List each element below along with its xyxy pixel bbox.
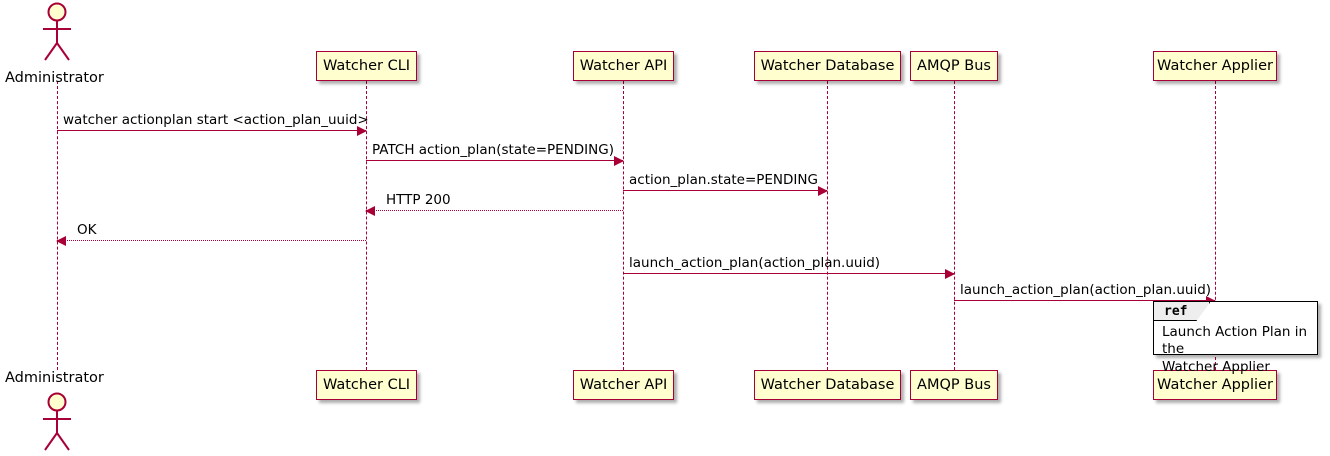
lifeline-watcher-applier <box>1215 81 1216 370</box>
participant-box-amqp-bus-top[interactable]: AMQP Bus <box>910 51 998 81</box>
participant-label-administrator-bottom: Administrator <box>5 370 104 386</box>
arrowhead-icon-m6 <box>945 268 955 279</box>
arrowhead-icon-m5 <box>56 235 66 246</box>
message-line-m7 <box>954 300 1215 301</box>
participant-box-amqp-bus-bottom[interactable]: AMQP Bus <box>910 370 998 400</box>
participant-label-administrator-top: Administrator <box>5 70 104 86</box>
participant-box-watcher-api-top[interactable]: Watcher API <box>573 51 674 81</box>
message-label-m7: launch_action_plan(action_plan.uuid) <box>960 281 1212 298</box>
participant-box-watcher-api-bottom[interactable]: Watcher API <box>573 370 674 400</box>
message-label-m4: HTTP 200 <box>386 191 451 208</box>
message-label-m5: OK <box>77 221 97 238</box>
lifeline-administrator <box>57 81 58 370</box>
message-line-m6 <box>623 273 954 274</box>
ref-fragment-text-line-1: Launch Action Plan in the <box>1162 324 1308 358</box>
ref-fragment-text-line-2: Watcher Applier <box>1162 358 1270 375</box>
actor-figure-administrator-top <box>34 2 80 62</box>
participant-box-watcher-db-bottom[interactable]: Watcher Database <box>754 370 901 400</box>
message-line-m5 <box>57 240 366 241</box>
message-line-m3 <box>623 190 827 191</box>
message-label-m3: action_plan.state=PENDING <box>629 171 818 188</box>
participant-box-watcher-db-top[interactable]: Watcher Database <box>754 51 901 81</box>
arrowhead-icon-m3 <box>818 185 828 196</box>
participant-box-watcher-applier-bottom[interactable]: Watcher Applier <box>1153 370 1277 400</box>
lifeline-watcher-api <box>623 81 624 370</box>
ref-fragment-keyword: ref <box>1154 302 1210 321</box>
arrowhead-icon-m1 <box>357 125 367 136</box>
participant-box-watcher-applier-top[interactable]: Watcher Applier <box>1153 51 1277 81</box>
message-line-m1 <box>57 130 366 131</box>
message-label-m1: watcher actionplan start <action_plan_uu… <box>63 111 369 128</box>
lifeline-amqp-bus <box>954 81 955 370</box>
lifeline-watcher-db <box>827 81 828 370</box>
ref-fragment: ref Launch Action Plan in the Watcher Ap… <box>1153 301 1318 375</box>
arrowhead-icon-m7 <box>1206 295 1216 306</box>
message-line-m2 <box>366 160 623 161</box>
lifeline-watcher-cli <box>366 81 367 370</box>
message-label-m2: PATCH action_plan(state=PENDING) <box>372 141 614 158</box>
participant-box-watcher-cli-top[interactable]: Watcher CLI <box>316 51 417 81</box>
ref-fragment-text: Launch Action Plan in the Watcher Applie… <box>1162 324 1311 376</box>
actor-figure-administrator-bottom <box>34 392 80 452</box>
message-label-m6: launch_action_plan(action_plan.uuid) <box>629 254 881 271</box>
message-line-m4 <box>366 210 623 211</box>
participant-box-watcher-cli-bottom[interactable]: Watcher CLI <box>316 370 417 400</box>
arrowhead-icon-m2 <box>614 155 624 166</box>
arrowhead-icon-m4 <box>365 205 375 216</box>
